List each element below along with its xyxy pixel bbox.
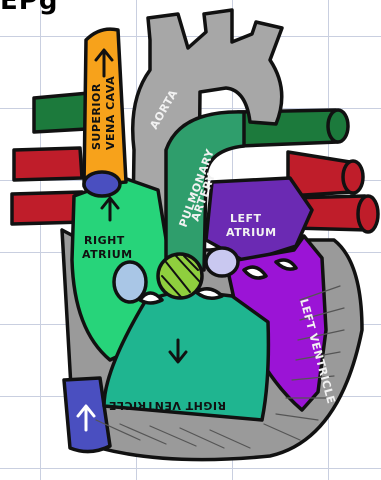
ra-label-line1: RIGHT <box>84 234 125 247</box>
la-label-line2: ATRIUM <box>226 226 277 239</box>
svc-label-line2: VENA CAVA <box>104 76 117 150</box>
svc-label-line1: SUPERIOR <box>90 83 103 150</box>
la-label-line1: LEFT <box>230 212 262 225</box>
aorta-opening <box>114 262 146 302</box>
svc-opening <box>84 172 120 196</box>
rv-label: RIGHT VENTRICLE <box>108 399 226 412</box>
mitral-valve <box>206 248 238 276</box>
ra-label-line2: ATRIUM <box>82 248 133 261</box>
